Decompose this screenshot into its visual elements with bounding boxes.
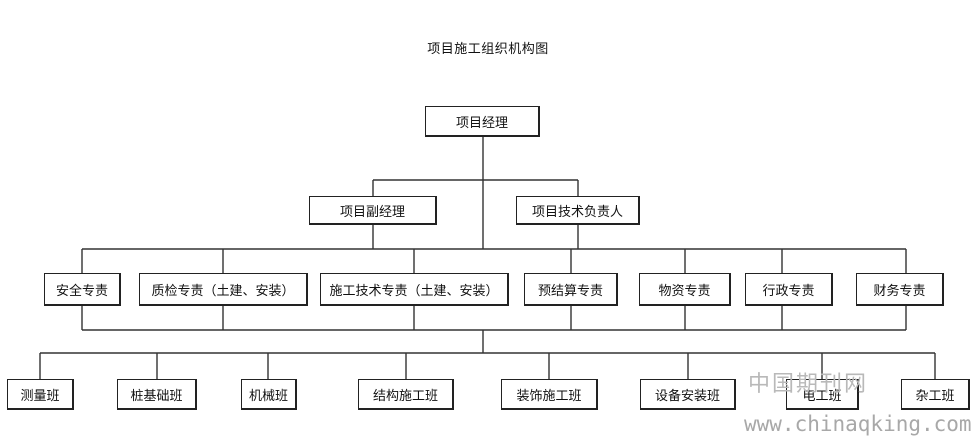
admin-specialist-box: 行政专责 (745, 273, 833, 306)
budget-specialist-box: 预结算专责 (524, 273, 618, 306)
chart-title: 项目施工组织机构图 (427, 42, 549, 57)
watermark-text: 中国期刊网 (748, 372, 869, 397)
watermark-url: www.chinaqking.com (744, 412, 972, 436)
pile-foundation-team-box: 桩基础班 (117, 379, 197, 410)
electrician-team-box: 电工班 (786, 379, 859, 410)
machinery-team-box: 机械班 (241, 379, 297, 410)
equipment-install-team-box: 设备安装班 (640, 379, 736, 410)
safety-specialist-box: 安全专责 (44, 273, 121, 306)
finance-specialist-box: 财务专责 (856, 273, 944, 306)
deputy-manager-box: 项目副经理 (309, 196, 437, 225)
quality-specialist-box: 质检专责（土建、安装） (139, 273, 308, 306)
decoration-team-box: 装饰施工班 (501, 379, 598, 410)
general-labor-team-box: 杂工班 (901, 379, 970, 410)
construction-tech-specialist-box: 施工技术专责（土建、安装） (320, 273, 509, 306)
technical-lead-box: 项目技术负责人 (516, 196, 640, 225)
project-manager-box: 项目经理 (425, 106, 540, 137)
materials-specialist-box: 物资专责 (639, 273, 731, 306)
structure-team-box: 结构施工班 (358, 379, 454, 410)
survey-team-box: 测量班 (7, 379, 74, 410)
